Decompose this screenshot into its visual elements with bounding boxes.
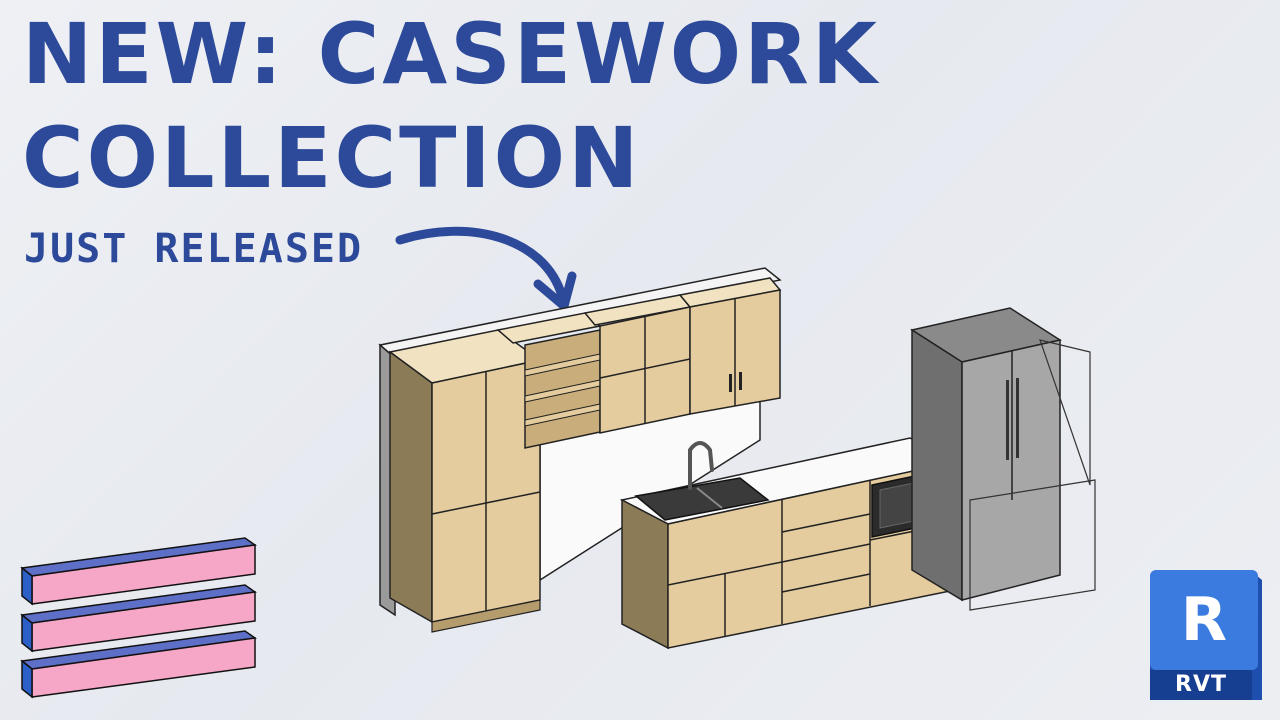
revit-logo-icon: R RVT bbox=[1140, 566, 1262, 702]
refrigerator-icon bbox=[910, 307, 1096, 611]
tall-pantry-cabinet bbox=[388, 329, 542, 633]
arrow-icon bbox=[395, 226, 577, 311]
revit-letter: R bbox=[1180, 585, 1228, 655]
subtitle-just-released: JUST RELEASED bbox=[24, 226, 364, 272]
upper-wall-cabinets bbox=[583, 277, 782, 434]
revit-label: RVT bbox=[1175, 672, 1227, 697]
headline-line-2: COLLECTION bbox=[22, 109, 642, 207]
stacked-bars-icon bbox=[20, 537, 257, 699]
headline-line-1: NEW: CASEWORK bbox=[22, 5, 880, 103]
sink-icon bbox=[634, 441, 770, 521]
